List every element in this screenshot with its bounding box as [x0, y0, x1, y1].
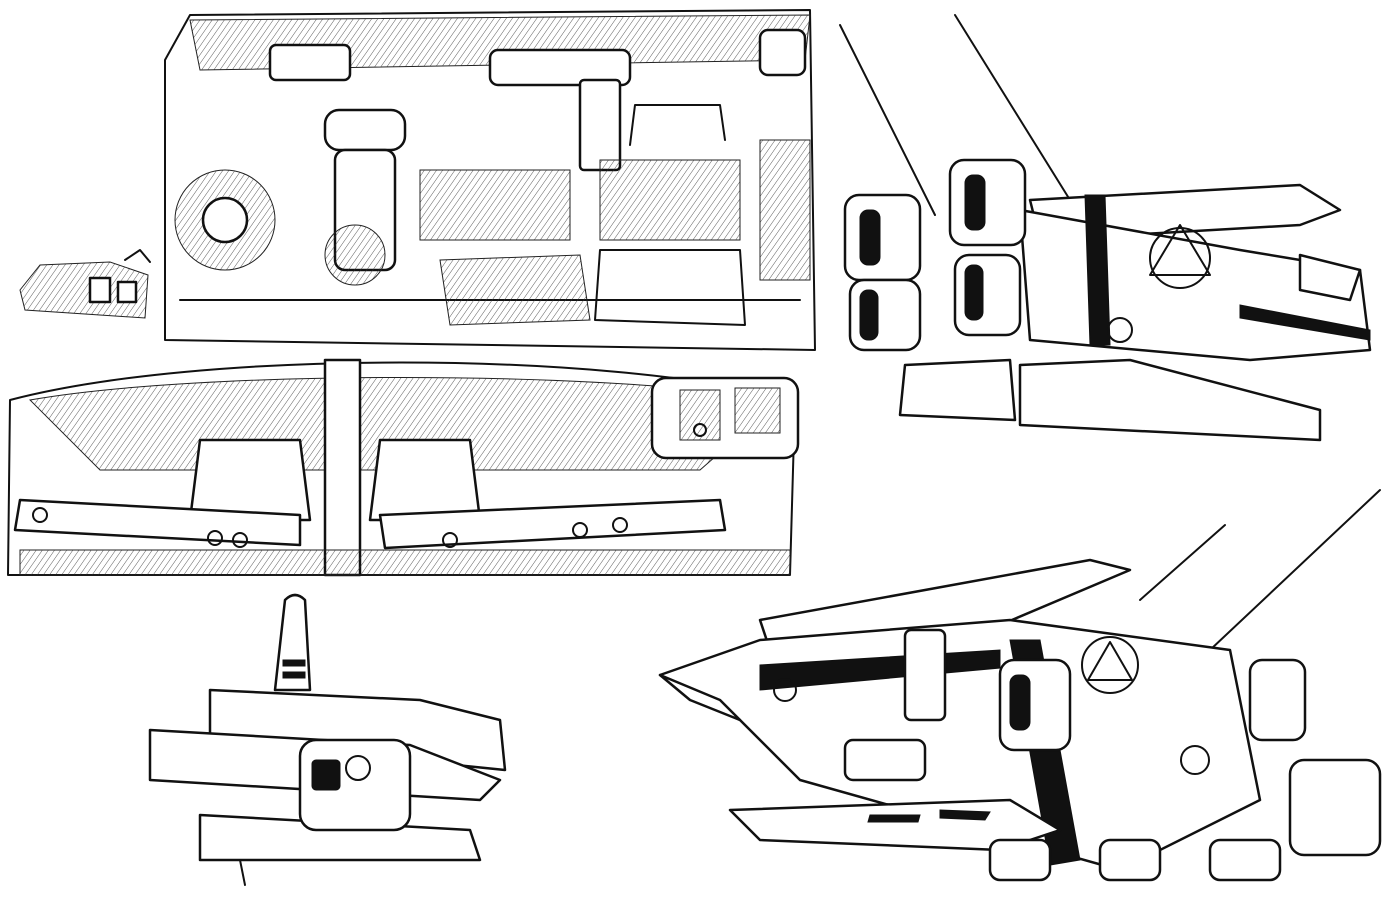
craft-side-view — [658, 489, 1382, 882]
cockpit-interior-sketch — [164, 9, 816, 351]
craft-top-view — [148, 593, 507, 886]
craft-front-view — [839, 14, 1372, 442]
small-craft-sketch — [19, 249, 151, 319]
control-panel-sketch — [650, 376, 800, 460]
